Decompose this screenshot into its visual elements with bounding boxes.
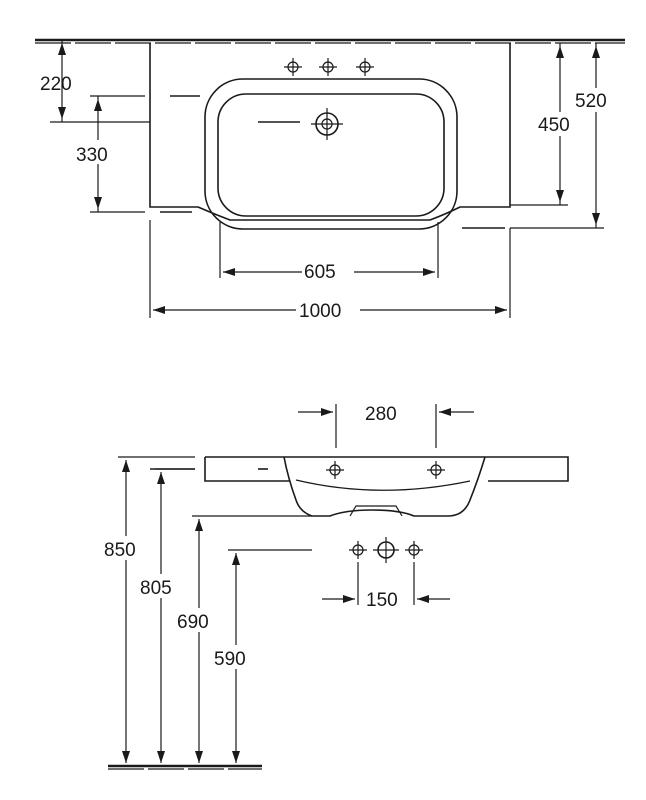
dimension-850: 850: [104, 456, 195, 763]
countertop-outline: [149, 43, 511, 221]
dimension-150: 150: [322, 562, 450, 611]
waste-outlet: [373, 537, 399, 563]
faucet-hole-center: [318, 57, 338, 77]
label-590: 590: [214, 649, 246, 670]
faucet-hole-right-side: [426, 460, 446, 480]
label-280: 280: [365, 404, 397, 425]
wall-line: [35, 38, 625, 44]
label-690: 690: [177, 612, 209, 633]
dimension-1000: 1000: [149, 220, 511, 322]
dimension-605: 605: [219, 222, 439, 283]
faucet-hole-right: [355, 57, 375, 77]
drain: [311, 108, 343, 140]
supply-hole-right: [404, 540, 424, 560]
floor-line: [108, 764, 262, 770]
dimension-280: 280: [298, 404, 474, 448]
dimension-690: 690: [176, 515, 312, 763]
basin-outer: [204, 78, 458, 230]
plan-view: 220 330 450 520: [35, 38, 625, 322]
dimension-220: 220: [40, 40, 150, 123]
label-220: 220: [40, 74, 72, 95]
label-150: 150: [366, 590, 398, 611]
label-850: 850: [104, 540, 136, 561]
supply-hole-left: [348, 540, 368, 560]
label-805: 805: [140, 578, 172, 599]
label-450: 450: [538, 115, 570, 136]
faucet-hole-left-side: [325, 460, 345, 480]
dimension-805: 805: [139, 468, 195, 763]
label-520: 520: [575, 91, 607, 112]
dimension-450: 450: [510, 43, 584, 206]
label-1000: 1000: [299, 301, 341, 322]
dimension-590: 590: [213, 549, 312, 763]
dimension-330: 330: [74, 95, 145, 213]
dimension-520: 520: [510, 43, 620, 229]
basin-profile: [283, 456, 486, 517]
basin-inner: [217, 93, 445, 217]
faucet-hole-left: [283, 57, 303, 77]
countertop-profile: [204, 456, 569, 482]
label-330: 330: [76, 145, 108, 166]
label-605: 605: [304, 262, 336, 283]
elevation-view: 280 150: [104, 404, 569, 770]
